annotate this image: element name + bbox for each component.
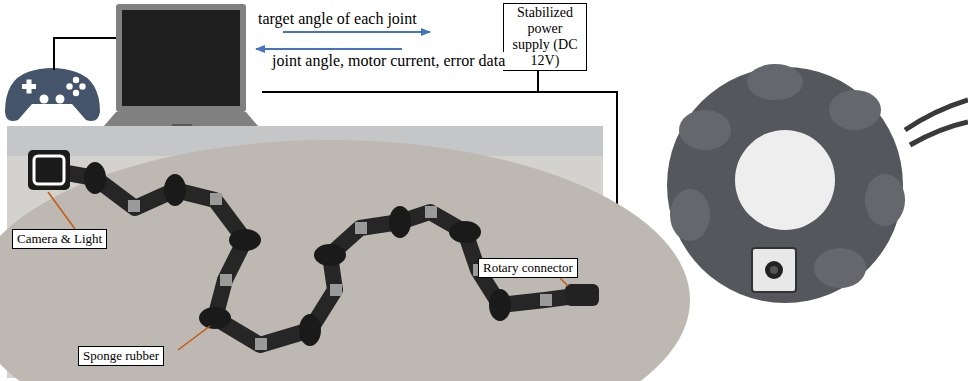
signal-label: joint angle, motor current, error data [270, 52, 507, 70]
callout-box: Rotary connector [478, 258, 578, 278]
coiled-robot-photo [667, 64, 968, 303]
cable [54, 38, 120, 70]
power-supply-box: Stabilized power supply (DC 12V) [503, 3, 587, 71]
gamepad-icon [5, 68, 100, 121]
command-arrow [283, 31, 430, 33]
box-text: Stabilized power supply (DC 12V) [508, 5, 582, 69]
laptop-icon [98, 4, 264, 133]
box-text: Sponge rubber [83, 348, 159, 364]
snake-robot-photo [0, 126, 690, 381]
callout-box: Camera & Light [12, 229, 107, 249]
box-text: Rotary connector [483, 260, 573, 276]
feedback-arrow [256, 48, 402, 50]
box-text: Camera & Light [17, 231, 102, 247]
callout-box: Sponge rubber [78, 346, 164, 366]
signal-label: target angle of each joint [256, 10, 419, 28]
